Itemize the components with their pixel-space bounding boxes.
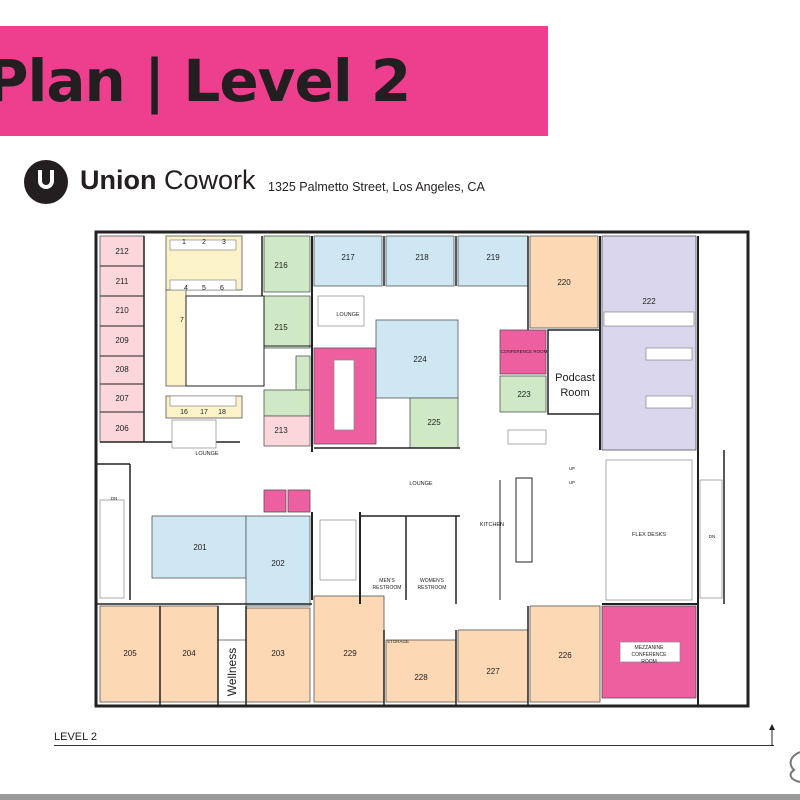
brand-name-bold: Union	[80, 165, 157, 195]
room-211: 211	[116, 277, 129, 286]
room-220: 220	[557, 278, 571, 287]
room-210: 210	[115, 306, 129, 315]
room-216: 216	[274, 261, 288, 270]
stair-up-1: UP	[569, 466, 575, 471]
desk-18: 18	[218, 409, 226, 416]
corner-partial-icon	[789, 751, 800, 783]
mens-restroom-line2: RESTROOM	[373, 585, 402, 591]
room-226: 226	[558, 651, 572, 660]
brand-name-regular: Cowork	[164, 165, 256, 195]
room-208: 208	[115, 365, 129, 374]
room-224: 224	[413, 355, 427, 364]
mezzanine-line1: MEZZANINE	[635, 645, 665, 651]
room-217: 217	[341, 253, 355, 262]
bottom-bar	[0, 794, 800, 800]
room-202: 202	[271, 559, 285, 568]
room-212: 212	[115, 247, 129, 256]
desk-17: 17	[200, 409, 208, 416]
desk-1: 1	[182, 239, 186, 246]
lounge-label-3: LOUNGE	[409, 481, 433, 487]
stair-up-2: UP	[569, 480, 575, 485]
room-227: 227	[486, 667, 500, 676]
scale-rule	[54, 745, 774, 746]
north-arrow-icon	[769, 724, 775, 746]
desk-4: 4	[184, 285, 188, 292]
brand-address: 1325 Palmetto Street, Los Angeles, CA	[268, 180, 485, 194]
mezzanine-line2: CONFERENCE	[631, 652, 667, 658]
walls	[94, 230, 750, 708]
room-203: 203	[271, 649, 285, 658]
lounge-label-2: LOUNGE	[195, 451, 219, 457]
room-228: 228	[414, 673, 428, 682]
room-229: 229	[343, 649, 357, 658]
mezzanine-line3: ROOM	[641, 659, 657, 665]
desk-5: 5	[202, 285, 206, 292]
desk-3: 3	[222, 239, 226, 246]
page-title: Plan | Level 2	[0, 47, 411, 115]
room-205: 205	[123, 649, 137, 658]
level-label: LEVEL 2	[54, 731, 98, 743]
podcast-label-line2: Room	[560, 387, 589, 399]
room-218: 218	[415, 253, 429, 262]
room-213: 213	[274, 426, 288, 435]
desk-2: 2	[202, 239, 206, 246]
womens-restroom-line1: WOMEN'S	[420, 578, 445, 584]
stair-dn-left: DN	[111, 496, 118, 501]
brand-logo	[24, 160, 68, 204]
room-206: 206	[115, 424, 129, 433]
desk-7: 7	[180, 317, 184, 324]
furniture	[99, 239, 723, 663]
conference-room-label: CONFERENCE ROOM	[501, 349, 548, 354]
desk-16: 16	[180, 409, 188, 416]
podcast-label-line1: Podcast	[555, 372, 595, 384]
room-labels: 212 211 210 209 208 207 206 1 2 3 4 5 6 …	[111, 239, 716, 696]
stair-dn-right: DN	[709, 534, 716, 539]
room-207: 207	[115, 394, 129, 403]
room-201: 201	[193, 543, 207, 552]
room-215: 215	[274, 323, 288, 332]
union-u-logo-icon	[38, 170, 54, 189]
desk-6: 6	[220, 285, 224, 292]
storage-label: STORAGE	[387, 639, 409, 644]
wellness-label: Wellness	[225, 648, 239, 696]
room-222: 222	[642, 297, 656, 306]
womens-restroom-line2: RESTROOM	[418, 585, 447, 591]
room-209: 209	[115, 336, 129, 345]
mens-restroom-line1: MEN'S	[379, 578, 395, 584]
room-219: 219	[486, 253, 500, 262]
brand-name: Union Cowork	[80, 165, 256, 196]
room-204: 204	[182, 649, 196, 658]
flex-desks-label: FLEX DESKS	[632, 532, 666, 538]
room-225: 225	[427, 418, 441, 427]
kitchen-label: KITCHEN	[480, 522, 504, 528]
room-223: 223	[517, 390, 531, 399]
title-banner: Plan | Level 2	[0, 26, 548, 136]
lounge-label-1: LOUNGE	[336, 312, 360, 318]
